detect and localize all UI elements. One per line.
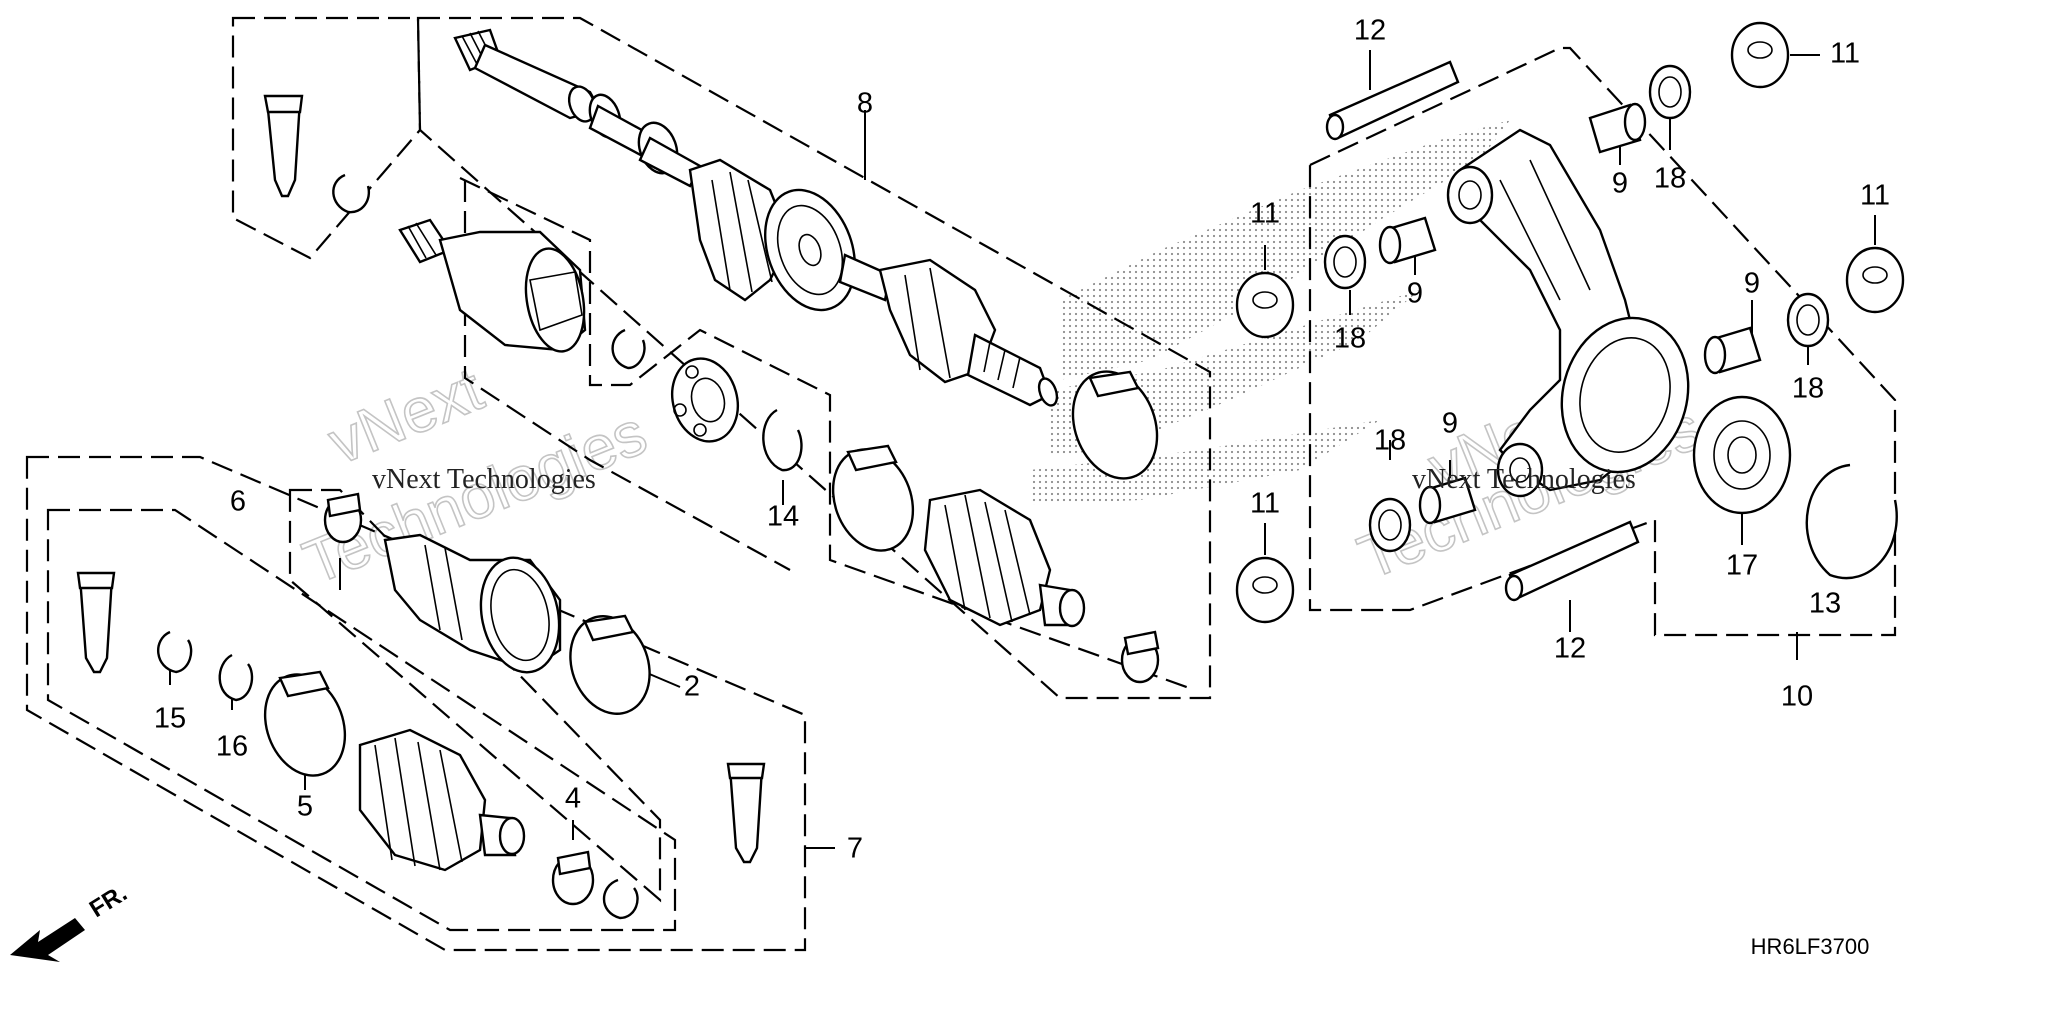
callout-13: 13	[1809, 588, 1841, 620]
inner-joint-housing	[398, 218, 587, 353]
front-label: FR.	[85, 880, 132, 923]
watermark-caption-left: vNext Technologies	[372, 464, 596, 495]
callout-7: 7	[847, 833, 863, 865]
callout-4: 4	[565, 783, 581, 815]
callout-18-mid: 18	[1334, 323, 1366, 355]
diagram-code: HR6LF3700	[1751, 934, 1870, 959]
callout-8: 8	[857, 88, 873, 120]
ball-cage	[671, 357, 739, 443]
callout-9-top: 9	[1612, 168, 1628, 200]
callout-5: 5	[297, 791, 313, 823]
callout-17: 17	[1726, 550, 1758, 582]
callout-12-top: 12	[1354, 15, 1386, 47]
band-clamps	[263, 370, 1160, 906]
front-direction-indicator: FR.	[10, 880, 132, 962]
drive-shaft-assembly	[453, 28, 1059, 407]
watermark-caption-right: vNext Technologies	[1412, 464, 1636, 495]
callout-10: 10	[1781, 681, 1813, 713]
collars	[1378, 102, 1762, 525]
callout-2: 2	[684, 671, 700, 703]
callout-18-top: 18	[1654, 163, 1686, 195]
callout-9-right: 9	[1744, 268, 1760, 300]
callout-11-right: 11	[1860, 180, 1890, 212]
callout-11-top-right: 11	[1830, 38, 1860, 70]
snap-rings	[156, 173, 1898, 920]
bearing	[1692, 395, 1792, 515]
callout-11-lower: 11	[1250, 488, 1280, 520]
swing-arm-pins	[1325, 60, 1640, 602]
callout-9-lower: 9	[1442, 408, 1458, 440]
watermark-vnext-left: vNext	[319, 355, 492, 478]
callout-15: 15	[154, 703, 186, 735]
callout-18-lower: 18	[1374, 425, 1406, 457]
callout-9-mid: 9	[1407, 278, 1423, 310]
callout-12-bottom: 12	[1554, 633, 1586, 665]
dust-caps	[1235, 21, 1905, 624]
callout-6: 6	[230, 486, 246, 518]
callout-18-right: 18	[1792, 373, 1824, 405]
grease-tubes	[76, 94, 766, 864]
swing-arm	[1446, 128, 1690, 498]
oil-seals	[1323, 64, 1830, 553]
callout-16: 16	[216, 731, 248, 763]
boots	[358, 488, 1086, 872]
callout-labels: 12 11 8 11 9 18 9 18 11 9 18 18 9 14 11 …	[154, 15, 1890, 865]
callout-11-mid: 11	[1250, 198, 1280, 230]
callout-14: 14	[767, 501, 799, 533]
